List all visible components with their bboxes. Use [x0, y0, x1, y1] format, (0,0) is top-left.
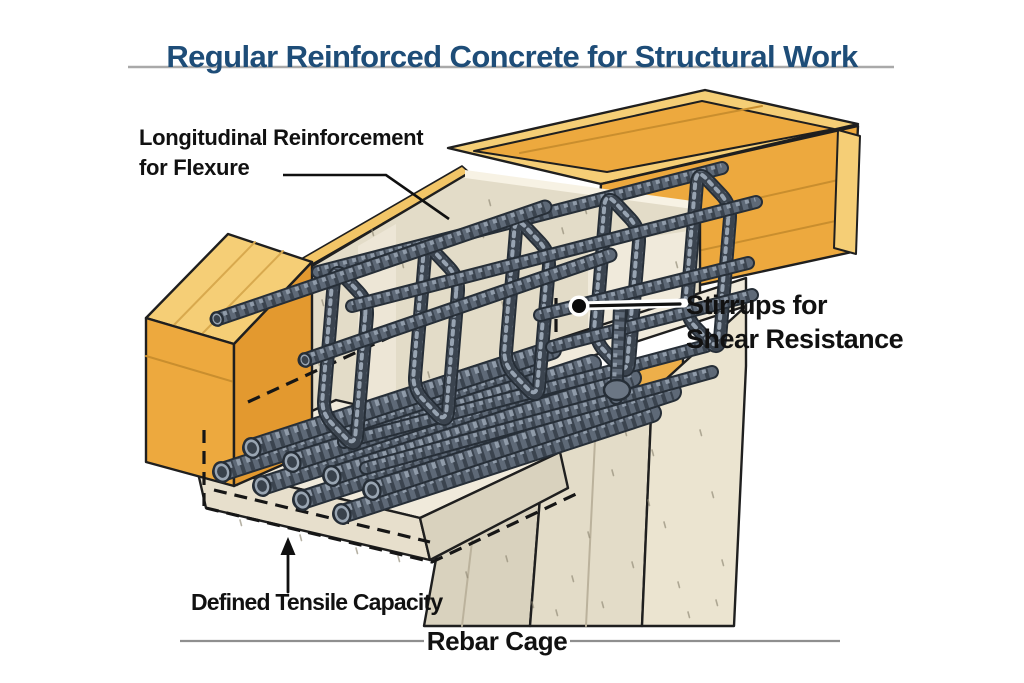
- label-tensile-capacity: Defined Tensile Capacity: [191, 589, 443, 615]
- title-rule: [128, 65, 894, 643]
- label-longitudinal-line1: Longitudinal Reinforcement: [139, 125, 424, 150]
- rebar-end-cap: [282, 451, 302, 473]
- rebar-protruding-bar: [209, 199, 553, 327]
- label-stirrups-line1: Stirrups for: [686, 290, 828, 320]
- rebar-end-cap: [362, 479, 382, 501]
- callout-lines: [280, 173, 689, 594]
- arrow-up-icon: [280, 537, 296, 594]
- label-longitudinal-line2: for Flexure: [139, 155, 250, 180]
- stirrup-loop: [498, 216, 557, 402]
- rebar-bundle-bar: [362, 382, 682, 500]
- rebar-end-cap: [297, 352, 313, 368]
- label-stirrups: Stirrups for Shear Resistance: [686, 288, 904, 356]
- rebar-end-cap: [252, 475, 272, 497]
- rebar-protruding-bar: [297, 247, 618, 368]
- rebar-end-cap: [209, 311, 225, 327]
- page-title: Regular Reinforced Concrete for Structur…: [166, 38, 858, 74]
- label-longitudinal-reinforcement: Longitudinal Reinforcement for Flexure: [139, 123, 424, 183]
- leader-longitudinal: [283, 173, 450, 221]
- rebar-mid-rail: [545, 288, 759, 354]
- rebar-end-cap: [322, 465, 342, 487]
- rebar-end-cap: [292, 489, 312, 511]
- leader-stirrups: [579, 302, 682, 308]
- rebar-end-cap: [332, 503, 352, 525]
- label-stirrups-line2: Shear Resistance: [686, 324, 904, 354]
- rebar-bottom-rail: [359, 365, 719, 475]
- rebar-coupler: [602, 378, 632, 402]
- rebar-end-cap: [212, 461, 232, 483]
- stirrup-loop: [407, 241, 466, 427]
- rebar-top-rail: [345, 195, 763, 313]
- callout-dot-icon: [572, 299, 586, 313]
- rebar-cage: [209, 161, 763, 475]
- rebar-end-cap: [242, 437, 262, 459]
- caption-rebar-cage: Rebar Cage: [426, 626, 568, 656]
